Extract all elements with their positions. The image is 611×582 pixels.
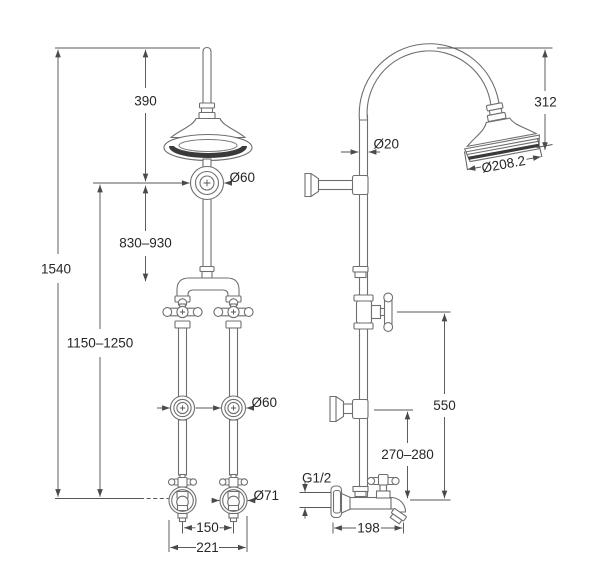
shower-rose-side bbox=[463, 117, 540, 163]
shower-arm-arch bbox=[358, 43, 501, 121]
escutcheon-right bbox=[219, 486, 248, 523]
dim-label-riser-diameter: Ø20 bbox=[374, 137, 400, 152]
cross-handle-valve-left bbox=[162, 295, 203, 329]
dim-label-390: 390 bbox=[134, 94, 157, 109]
dim-label-valve-centres: 150 bbox=[196, 520, 219, 535]
side-fixture bbox=[304, 43, 540, 525]
top-wall-bracket-front bbox=[189, 165, 225, 201]
rose-connector-front bbox=[198, 102, 216, 120]
dim-label-top-bracket-diameter: Ø60 bbox=[230, 170, 256, 185]
mid-wall-flange-right bbox=[220, 395, 247, 421]
front-view: 1540 390 Ø60 830–930 1150–1250 Ø60 Ø71 bbox=[41, 46, 280, 555]
dim-label-1150-1250: 1150–1250 bbox=[67, 336, 134, 351]
escutcheon-left bbox=[168, 486, 197, 523]
top-wall-bracket-side bbox=[304, 172, 369, 198]
lower-pipe-right bbox=[228, 419, 239, 476]
rose-connector-side bbox=[485, 102, 507, 122]
dim-label-inlet-thread: G1/2 bbox=[302, 471, 331, 486]
side-view: Ø20 312 Ø208.2 550 270–280 G1/2 bbox=[299, 43, 557, 536]
drop-pipe-left bbox=[177, 327, 188, 399]
union-nut-front bbox=[199, 265, 215, 279]
bottom-union-nut bbox=[352, 485, 369, 498]
dim-label-arm-drop: 312 bbox=[534, 95, 557, 110]
spout-supply-pipe bbox=[349, 496, 392, 510]
dim-label-overall-width: 221 bbox=[196, 540, 219, 555]
drop-pipe-right bbox=[228, 327, 239, 399]
lower-pipe-left bbox=[177, 419, 188, 476]
lower-wall-bracket-side bbox=[329, 395, 369, 423]
dim-label-overall-height: 1540 bbox=[41, 262, 71, 277]
dim-label-escutcheon-diameter: Ø71 bbox=[254, 488, 280, 503]
dim-label-830-930: 830–930 bbox=[119, 236, 172, 251]
pipe-bridge bbox=[176, 277, 240, 301]
mid-wall-flange-left bbox=[169, 395, 196, 421]
mini-handle-right bbox=[218, 473, 249, 493]
cross-handle-valve-right bbox=[213, 295, 254, 329]
dim-label-270-280: 270–280 bbox=[381, 447, 434, 462]
diverter-valve-side bbox=[353, 292, 394, 332]
bath-spout bbox=[389, 496, 407, 525]
dim-label-mid-flange-diameter: Ø60 bbox=[252, 395, 278, 410]
front-dimensions: 1540 390 Ø60 830–930 1150–1250 Ø60 Ø71 bbox=[41, 47, 280, 555]
side-dimensions: Ø20 312 Ø208.2 550 270–280 G1/2 bbox=[299, 47, 557, 536]
riser-union-nut bbox=[352, 265, 369, 279]
shower-rose-front bbox=[163, 117, 253, 162]
spout-valve bbox=[366, 473, 400, 499]
riser-top-pipe bbox=[202, 46, 212, 104]
front-fixture bbox=[162, 46, 254, 523]
wall-inlet-flange bbox=[330, 485, 352, 519]
dim-label-550: 550 bbox=[433, 398, 456, 413]
dim-label-spout-projection: 198 bbox=[357, 521, 380, 536]
